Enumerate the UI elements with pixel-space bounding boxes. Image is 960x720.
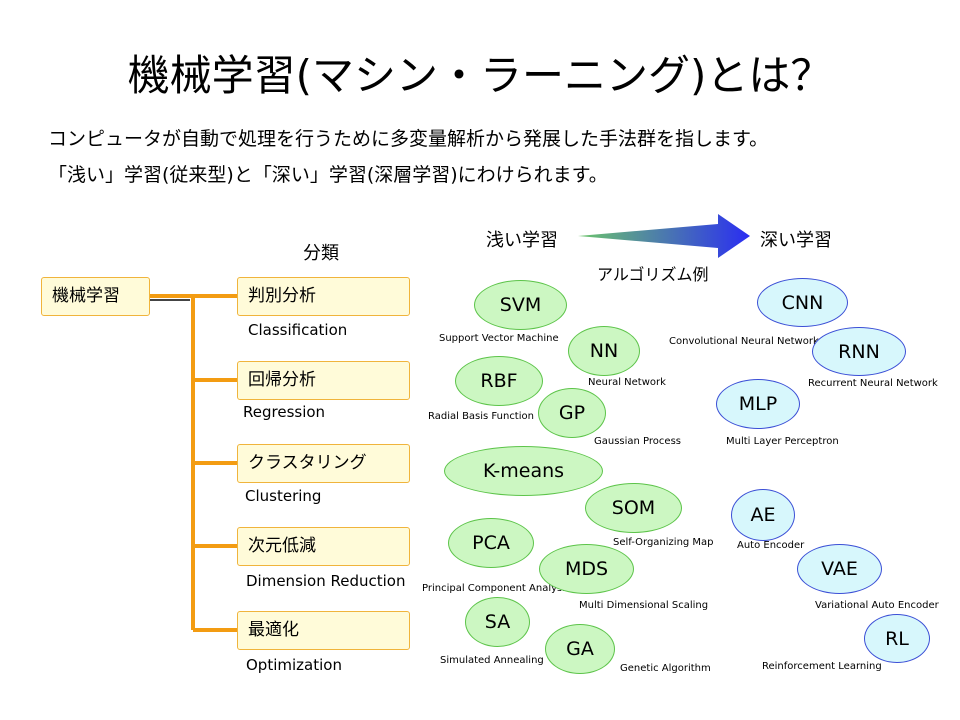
algo-sa: SA	[465, 597, 530, 647]
algo-svm: SVM	[474, 280, 567, 330]
algo-pca: PCA	[448, 518, 534, 568]
intro-line-2: 「浅い」学習(従来型)と「深い」学習(深層学習)にわけられます。	[48, 164, 608, 186]
page-title: 機械学習(マシン・ラーニング)とは？	[127, 51, 833, 100]
algo-nn: NN	[568, 326, 640, 376]
algo-vae-full: Variational Auto Encoder	[815, 600, 939, 611]
shallow-learning-label: 浅い学習	[486, 230, 558, 251]
intro-line-1: コンピュータが自動で処理を行うために多変量解析から発展した手法群を指します。	[48, 128, 769, 150]
algo-k-means: K-means	[444, 446, 603, 496]
algo-som-full: Self-Organizing Map	[613, 537, 714, 548]
algo-mds-full: Multi Dimensional Scaling	[579, 600, 709, 611]
category-box-clustering: クラスタリング	[237, 444, 410, 483]
algo-pca-full: Principal Component Analysis	[422, 583, 571, 594]
root-box-machine-learning: 機械学習	[41, 277, 150, 316]
category-box-classification: 判別分析	[237, 277, 410, 316]
category-en-classification: Classification	[248, 321, 348, 339]
algo-ae-full: Auto Encoder	[737, 540, 805, 551]
category-box-regression: 回帰分析	[237, 361, 410, 400]
algo-ae: AE	[731, 489, 795, 541]
algo-mlp: MLP	[716, 379, 800, 429]
tree-connectors	[150, 294, 237, 632]
category-en-optimization: Optimization	[246, 656, 342, 674]
algo-svm-full: Support Vector Machine	[439, 333, 559, 344]
algo-rl: RL	[864, 614, 930, 663]
algo-cnn: CNN	[757, 278, 848, 327]
algo-rbf: RBF	[455, 356, 543, 406]
category-box-dimension-reduction: 次元低減	[237, 527, 410, 566]
algo-som: SOM	[585, 483, 682, 533]
algo-mlp-full: Multi Layer Perceptron	[726, 436, 839, 447]
algo-sa-full: Simulated Annealing	[440, 655, 544, 666]
algo-gp: GP	[538, 388, 606, 438]
algo-nn-full: Neural Network	[588, 377, 666, 388]
deep-learning-label: 深い学習	[760, 230, 832, 251]
algo-vae: VAE	[797, 544, 882, 594]
classification-header: 分類	[303, 243, 339, 264]
algo-gp-full: Gaussian Process	[594, 436, 681, 447]
category-en-clustering: Clustering	[245, 487, 322, 505]
algo-rl-full: Reinforcement Learning	[762, 661, 882, 672]
algo-cnn-full: Convolutional Neural Network	[669, 336, 819, 347]
shallow-to-deep-arrow	[578, 214, 750, 258]
algo-mds: MDS	[539, 544, 634, 594]
algo-ga: GA	[545, 624, 615, 674]
algorithm-examples-label: アルゴリズム例	[597, 265, 709, 284]
category-box-optimization: 最適化	[237, 611, 410, 650]
category-en-dimension-reduction: Dimension Reduction	[246, 572, 406, 590]
algo-rnn-full: Recurrent Neural Network	[808, 378, 938, 389]
algo-rbf-full: Radial Basis Function	[428, 411, 534, 422]
algo-rnn: RNN	[812, 327, 906, 376]
algo-ga-full: Genetic Algorithm	[620, 663, 711, 674]
category-en-regression: Regression	[243, 403, 326, 421]
